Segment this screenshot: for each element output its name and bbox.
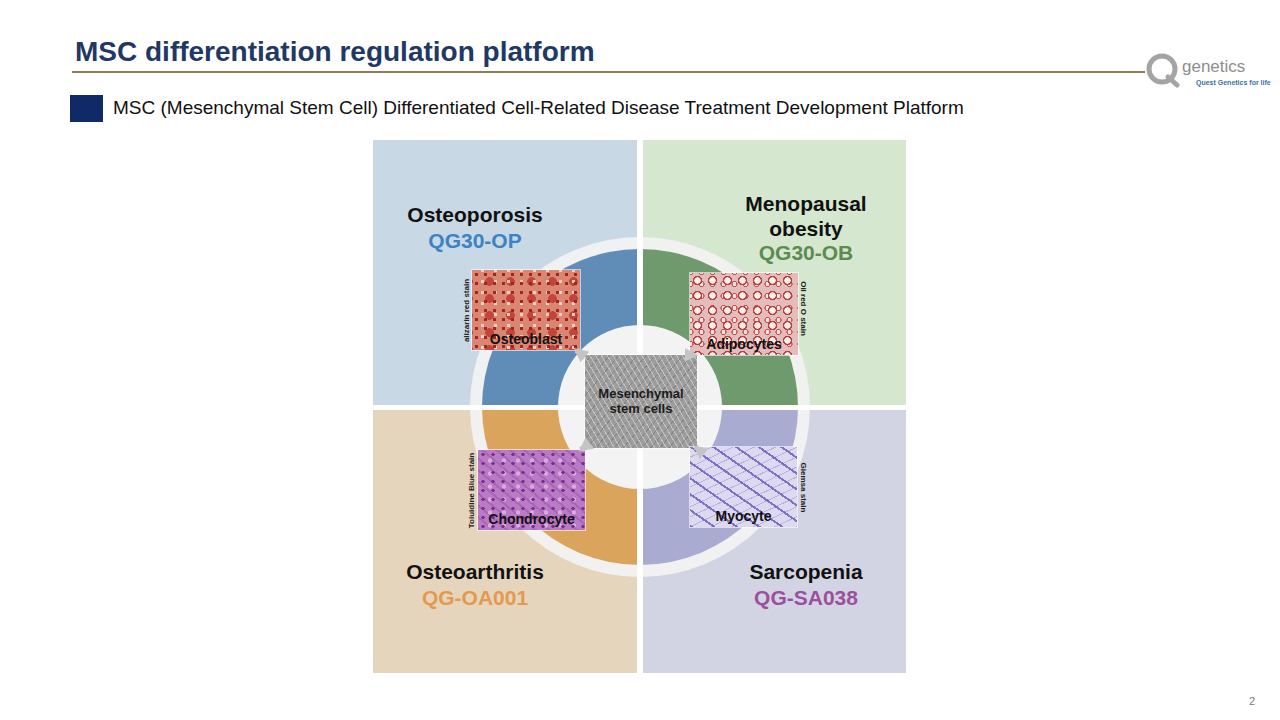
title-rule: [72, 71, 1145, 73]
stain-label: Toluidine Blue stain: [466, 445, 477, 535]
logo-tagline: Quest Genetics for life: [1196, 79, 1271, 87]
cell-image: AdipocytesOil red O stain: [690, 273, 798, 355]
node-code: QG-SA038: [726, 586, 886, 611]
stain-label: Oil red O stain: [798, 270, 809, 346]
cell-image: ChondrocyteToluidine Blue stain: [478, 450, 585, 530]
logo-tail: [1168, 77, 1177, 85]
page-title: MSC differentiation regulation platform: [75, 35, 595, 68]
node-heading: Sarcopenia: [726, 560, 886, 585]
node-heading: Chondrocyte: [478, 511, 585, 528]
bullet-square: [70, 95, 103, 122]
node-heading: Osteoporosis: [395, 203, 555, 228]
page-number: 2: [1249, 695, 1255, 708]
connector-arrow: [576, 350, 585, 357]
node-code: QG-OA001: [395, 586, 555, 611]
subtitle: MSC (Mesenchymal Stem Cell) Differentiat…: [113, 97, 964, 119]
stem-cell-image: Mesenchymal stem cells: [585, 355, 697, 448]
node-code: QG30-OP: [395, 229, 555, 254]
node-heading: Osteoblast: [472, 331, 580, 348]
node-code: QG30-OB: [736, 241, 876, 266]
node-heading: Menopausal obesity: [736, 192, 876, 242]
logo-word: genetics: [1182, 57, 1245, 77]
logo-mark: [1143, 50, 1183, 90]
node-heading: Osteoarthritis: [395, 560, 555, 585]
cell-image: MyocyteGiemsa stain: [690, 447, 797, 527]
node-heading: Mesenchymal stem cells: [591, 386, 691, 417]
node-heading: Adipocytes: [690, 336, 798, 353]
cell-image: Osteoblastalizarin red stain: [472, 270, 580, 350]
stain-label: Giemsa stain: [798, 447, 809, 527]
node-heading: Myocyte: [690, 508, 797, 525]
stain-label: alizarin red stain: [461, 270, 472, 350]
